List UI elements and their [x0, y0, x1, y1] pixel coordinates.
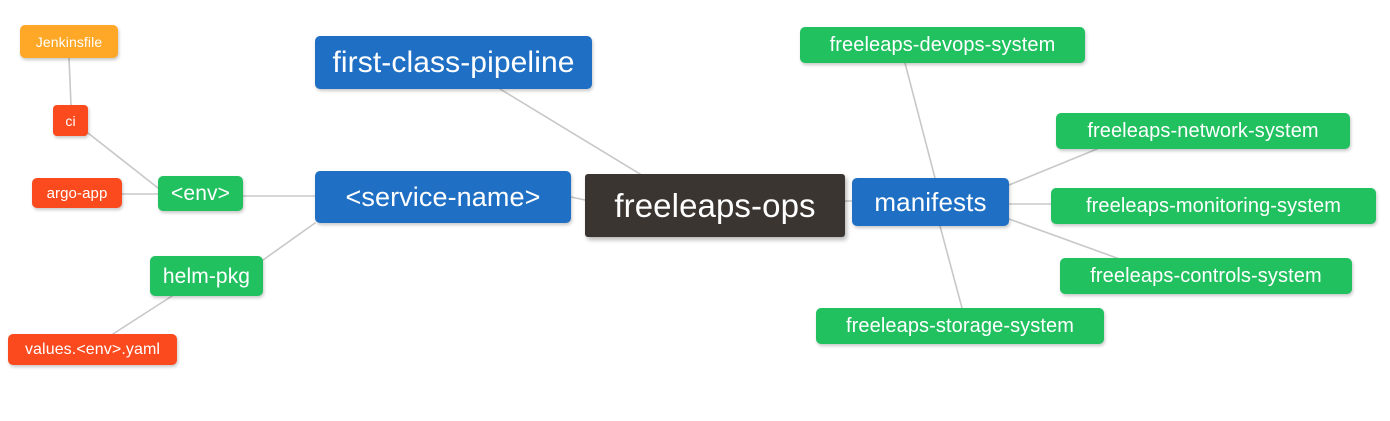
node-service-name[interactable]: <service-name>: [315, 171, 571, 223]
edge-e-helm-values: [112, 295, 173, 335]
node-env[interactable]: <env>: [158, 176, 243, 211]
node-argo-app[interactable]: argo-app: [32, 178, 122, 208]
node-helm-pkg[interactable]: helm-pkg: [150, 256, 263, 296]
edge-e-pipeline-root: [499, 88, 641, 175]
node-freeleaps-controls-system[interactable]: freeleaps-controls-system: [1060, 258, 1352, 294]
node-freeleaps-storage-system[interactable]: freeleaps-storage-system: [816, 308, 1104, 344]
node-freeleaps-network-system[interactable]: freeleaps-network-system: [1056, 113, 1350, 149]
node-first-class-pipeline[interactable]: first-class-pipeline: [315, 36, 592, 89]
node-freeleaps-ops[interactable]: freeleaps-ops: [585, 174, 845, 237]
edge-e-manifests-controls: [1008, 218, 1129, 263]
edge-e-service-helm: [262, 222, 316, 261]
node-jenkinsfile[interactable]: Jenkinsfile: [20, 25, 118, 58]
node-manifests[interactable]: manifests: [852, 178, 1009, 226]
node-values-env-yaml[interactable]: values.<env>.yaml: [8, 334, 177, 365]
node-freeleaps-devops-system[interactable]: freeleaps-devops-system: [800, 27, 1085, 63]
edge-e-manifests-network: [1008, 148, 1098, 186]
edge-e-manifests-storage: [939, 225, 963, 309]
node-freeleaps-monitoring-system[interactable]: freeleaps-monitoring-system: [1051, 188, 1376, 224]
edge-e-jenkinsfile-ci: [68, 57, 72, 106]
edge-e-manifests-devops: [904, 62, 936, 179]
edge-e-service-root: [570, 196, 586, 201]
node-ci[interactable]: ci: [53, 105, 88, 136]
